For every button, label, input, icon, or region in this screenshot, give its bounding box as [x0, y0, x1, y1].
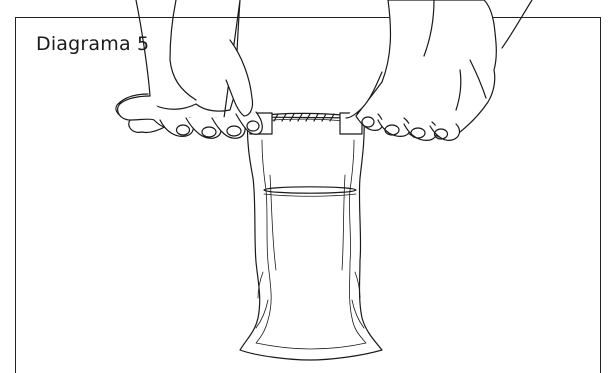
- right-hand: [346, 0, 532, 140]
- left-hand: [116, 0, 262, 138]
- diagram-caption: Diagrama 5: [36, 33, 149, 55]
- sample-bag: [240, 113, 382, 360]
